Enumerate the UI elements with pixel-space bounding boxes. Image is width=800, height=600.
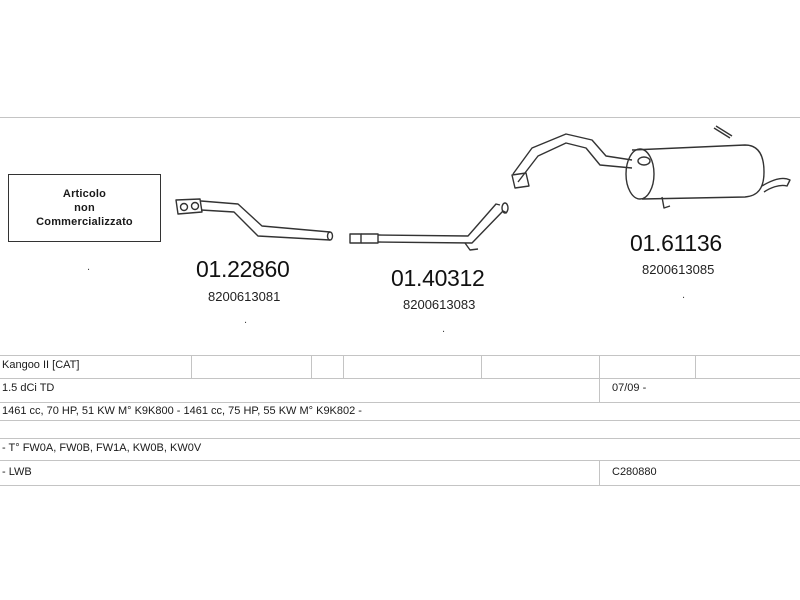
table-col-divider xyxy=(695,355,696,378)
table-row-divider xyxy=(0,378,800,379)
oem-code-1: 8200613081 xyxy=(208,289,281,304)
table-row-divider xyxy=(0,438,800,439)
article-line-1: Articolo xyxy=(62,188,107,200)
engine-label: 1.5 dCi TD xyxy=(2,382,55,394)
article-line-3: Commercializzato xyxy=(36,216,133,228)
dot-mark: . xyxy=(244,314,248,326)
oem-code-2: 8200613083 xyxy=(403,297,476,312)
table-col-divider xyxy=(311,355,312,378)
table-border-bottom xyxy=(0,485,800,486)
body-type: - LWB xyxy=(2,466,32,478)
vehicle-model: Kangoo II [CAT] xyxy=(2,359,80,371)
table-border-top xyxy=(0,355,800,356)
table-row-divider xyxy=(0,460,800,461)
exhaust-parts-drawing xyxy=(175,125,791,251)
table-col-divider xyxy=(343,355,344,378)
top-divider xyxy=(0,117,800,118)
table-col-divider xyxy=(599,355,600,402)
dot-mark: . xyxy=(442,323,446,335)
table-col-divider xyxy=(191,355,192,378)
table-row-divider xyxy=(0,420,800,421)
production-date: 07/09 - xyxy=(612,382,647,394)
dot-mark: . xyxy=(682,289,686,301)
table-col-divider xyxy=(599,460,600,485)
part-code-2: 01.40312 xyxy=(391,265,485,291)
article-not-sold-box: Articolo non Commercializzato xyxy=(8,174,161,242)
reference-code: C280880 xyxy=(612,466,657,478)
vehicle-types: - T° FW0A, FW0B, FW1A, KW0B, KW0V xyxy=(2,442,202,454)
front-pipe-illustration xyxy=(175,198,334,241)
table-row-divider xyxy=(0,402,800,403)
engine-specs: 1461 cc, 70 HP, 51 KW M° K9K800 - 1461 c… xyxy=(2,405,362,417)
part-code-1: 01.22860 xyxy=(196,256,290,282)
table-col-divider xyxy=(481,355,482,378)
part-code-3: 01.61136 xyxy=(630,230,722,256)
rear-silencer-illustration xyxy=(511,125,791,209)
oem-code-3: 8200613085 xyxy=(642,262,715,277)
intermediate-pipe-illustration xyxy=(349,202,509,251)
article-line-2: non xyxy=(74,202,95,214)
dot-mark: . xyxy=(87,261,91,273)
